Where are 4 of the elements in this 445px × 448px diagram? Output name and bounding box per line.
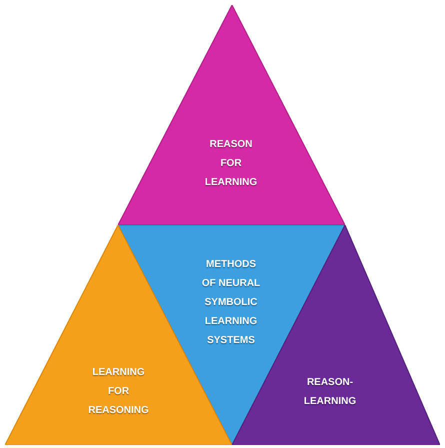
section-label: REASON FOR LEARNING [204, 138, 258, 190]
section-label: LEARNING FOR REASONING [87, 366, 150, 418]
section-label: REASON-LEARNING [302, 376, 358, 409]
section-label: METHODS OF NEURAL SYMBOLIC LEARNING SYSTEMS [201, 258, 261, 348]
